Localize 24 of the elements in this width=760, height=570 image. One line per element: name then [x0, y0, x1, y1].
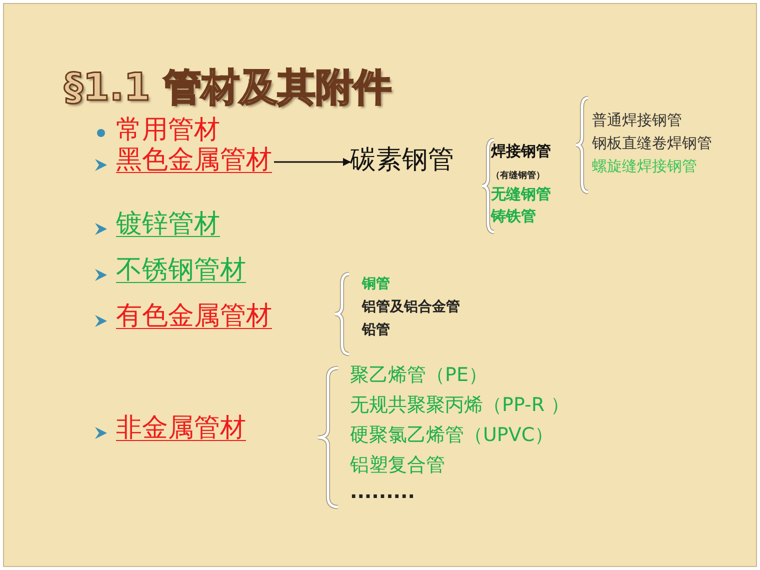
- label-text: .........: [350, 482, 415, 504]
- label-text: 普通焊接钢管: [592, 112, 682, 130]
- node-text: 黑色金属管材: [116, 146, 272, 176]
- label-text: 铅管: [362, 322, 390, 338]
- label-text: 无规共聚聚丙烯（PP-R ）: [350, 395, 570, 417]
- node-text: 碳素钢管: [350, 146, 454, 176]
- label-text: 硬聚氯乙烯管（UPVC）: [350, 425, 554, 447]
- label-text: 不锈钢管材: [116, 256, 246, 286]
- label-text: 铝塑复合管: [350, 455, 445, 477]
- label-text: 无缝钢管: [491, 186, 551, 204]
- label-text: 焊接钢管: [491, 143, 551, 160]
- label-text: 镀锌管材: [116, 210, 220, 240]
- slide-title: §1.1 管材及其附件: [64, 66, 392, 110]
- label-text: 铝管及铝合金管: [362, 299, 460, 316]
- arrow: [274, 158, 351, 166]
- label-text: 铜管: [362, 276, 390, 292]
- label-text: 螺旋缝焊接钢管: [592, 158, 697, 176]
- label-text: 聚乙烯管（PE）: [350, 365, 488, 387]
- label-text: 钢板直缝卷焊钢管: [592, 135, 712, 152]
- label-text: 常用管材: [116, 116, 220, 146]
- label-text: 有色金属管材: [116, 302, 272, 332]
- label-text: （有缝钢管）: [491, 171, 545, 182]
- label-text: 铸铁管: [491, 208, 536, 226]
- label-text: 非金属管材: [116, 414, 246, 444]
